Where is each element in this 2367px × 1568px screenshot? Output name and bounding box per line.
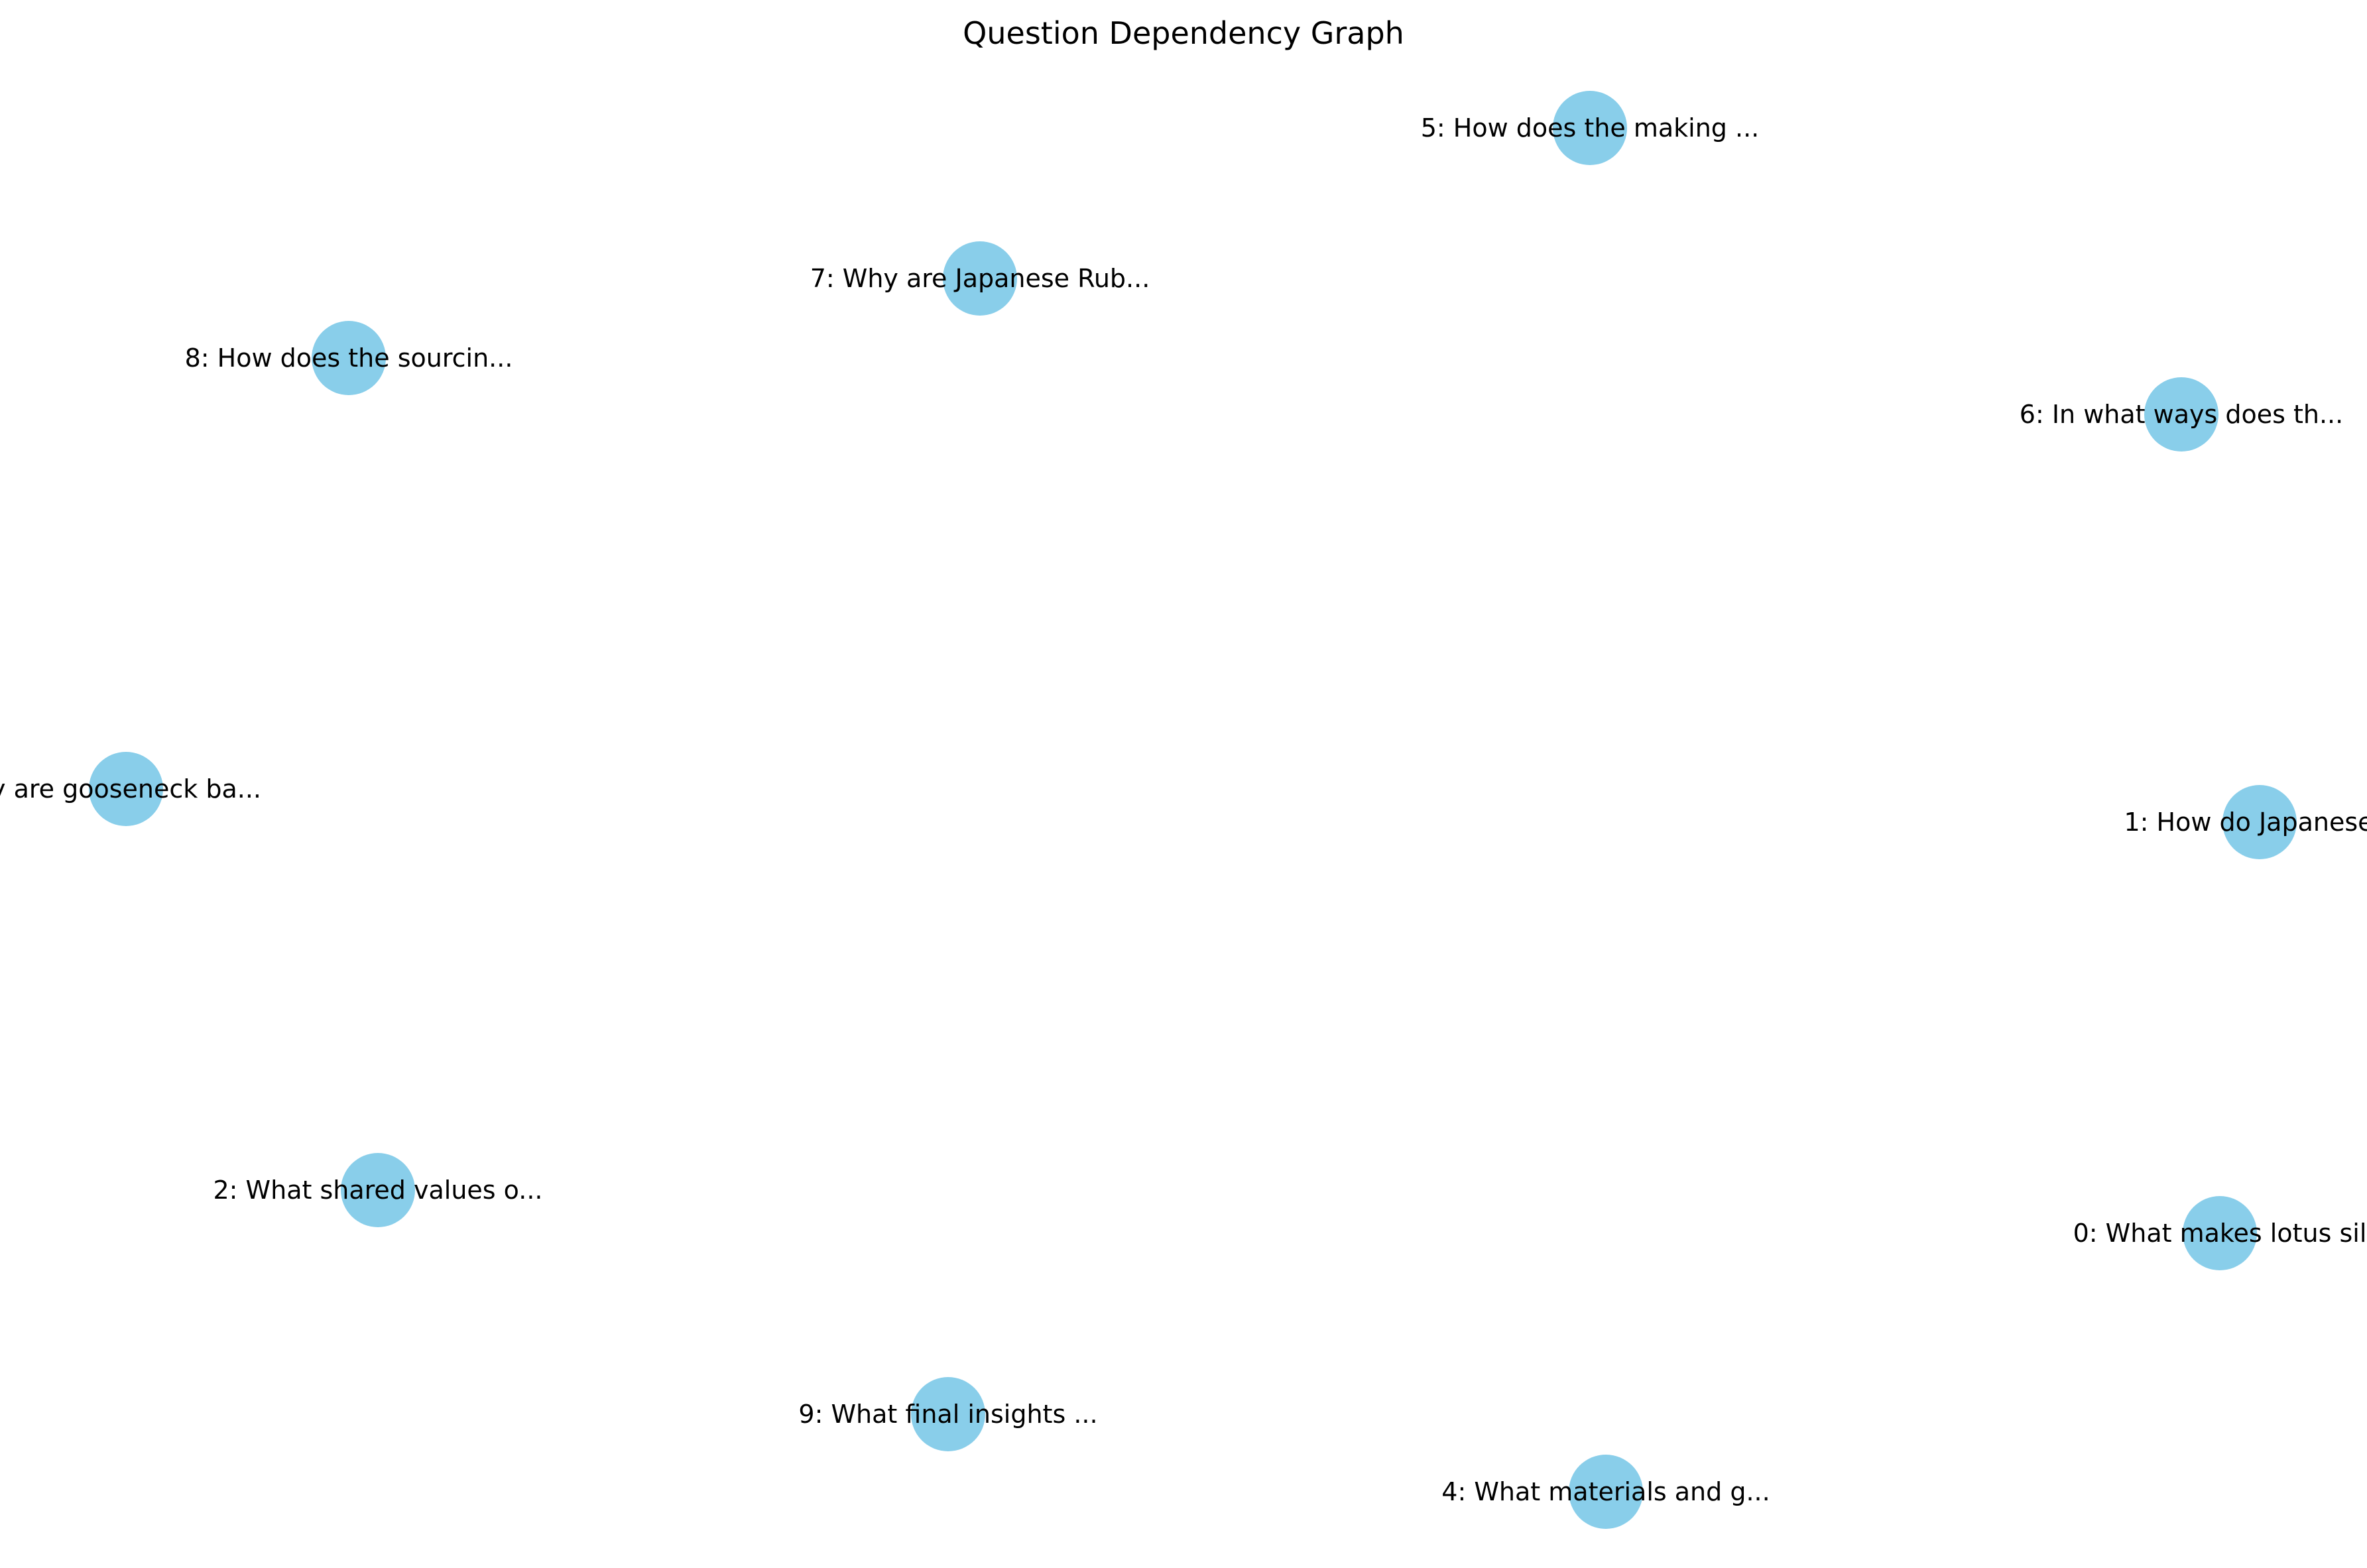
node-circle [2144, 377, 2218, 452]
node-circle [2183, 1196, 2257, 1270]
node-circle [89, 752, 163, 826]
graph-node-6: 6: In what ways does th... [2020, 377, 2343, 452]
graph-node-2: 2: What shared values o... [213, 1153, 543, 1227]
node-circle [2222, 785, 2297, 859]
node-circle [943, 241, 1017, 316]
node-circle [312, 321, 386, 395]
node-label: 6: In what ways does th... [2020, 400, 2343, 429]
node-circle [341, 1153, 415, 1227]
graph-node-9: 9: What final insights ... [798, 1377, 1098, 1451]
graph-node-7: 7: Why are Japanese Rub... [810, 241, 1150, 316]
node-circle [1569, 1455, 1643, 1529]
graph-node-5: 5: How does the making ... [1421, 91, 1760, 165]
graph-node-8: 8: How does the sourcin... [185, 321, 513, 395]
graph-node-3: y are gooseneck ba... [0, 752, 261, 826]
graph-node-0: 0: What makes lotus sil [2073, 1196, 2367, 1270]
node-label: 4: What materials and g... [1441, 1477, 1770, 1506]
node-label: y are gooseneck ba... [0, 774, 261, 804]
node-label: 9: What final insights ... [798, 1400, 1097, 1429]
node-circle [1553, 91, 1627, 165]
node-label: 8: How does the sourcin... [185, 343, 513, 373]
node-circle [911, 1377, 985, 1451]
node-label: 1: How do Japanese c [2124, 808, 2367, 837]
graph-node-1: 1: How do Japanese c [2124, 785, 2367, 859]
node-label: 0: What makes lotus sil [2073, 1219, 2367, 1248]
graph-title: Question Dependency Graph [963, 15, 1404, 51]
graph-node-4: 4: What materials and g... [1441, 1455, 1770, 1529]
node-label: 2: What shared values o... [213, 1176, 542, 1205]
node-label: 5: How does the making ... [1421, 113, 1760, 143]
nodes-layer: 0: What makes lotus sil 1: How do Japanes… [0, 91, 2367, 1529]
node-label: 7: Why are Japanese Rub... [810, 264, 1150, 293]
